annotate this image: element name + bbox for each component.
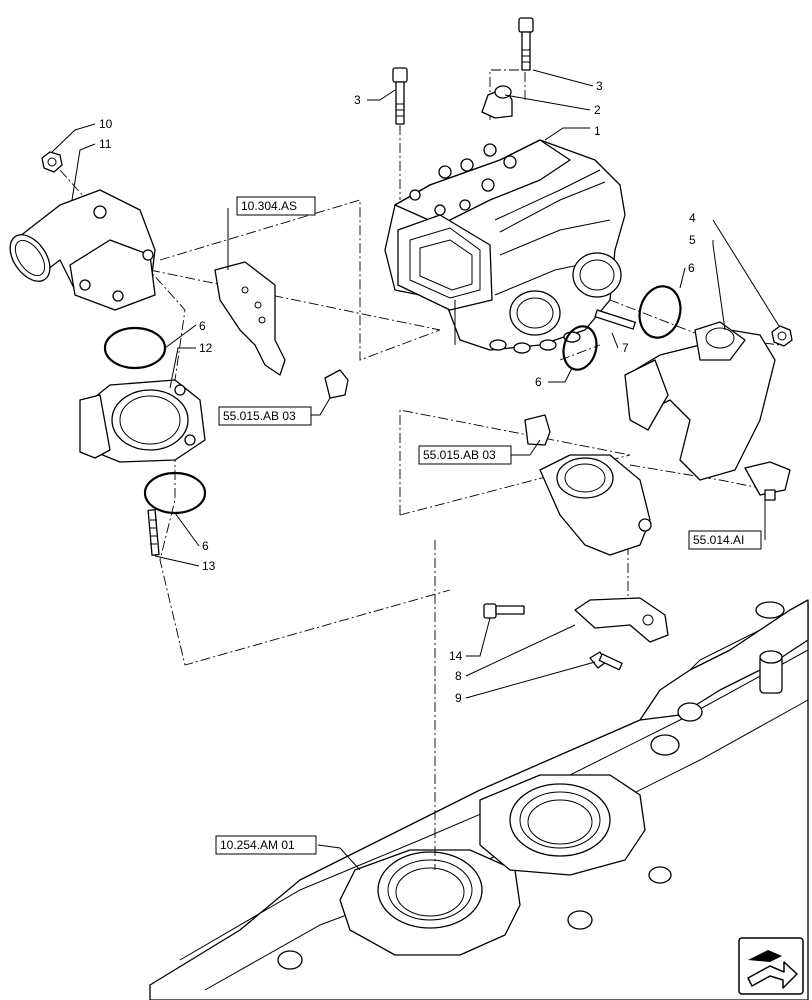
reference-55015-right-text: 55.015.AB 03 bbox=[423, 448, 496, 462]
reference-box-55014[interactable]: 55.014.AI bbox=[688, 530, 762, 550]
stud-part-7 bbox=[594, 309, 636, 330]
callout-4: 4 bbox=[689, 211, 696, 225]
egr-cooler-housing bbox=[384, 139, 626, 354]
sensor-55014 bbox=[744, 461, 791, 501]
egr-valve-flange bbox=[539, 454, 652, 556]
callout-5: 5 bbox=[689, 233, 696, 247]
clamp-55015-right bbox=[524, 414, 551, 446]
callout-13: 13 bbox=[202, 559, 216, 573]
retaining-clip bbox=[481, 85, 513, 119]
bolt-part-14 bbox=[483, 603, 525, 619]
callout-6-upper-left: 6 bbox=[199, 319, 206, 333]
callout-9: 9 bbox=[455, 691, 462, 705]
reference-box-55015-right[interactable]: 55.015.AB 03 bbox=[418, 445, 512, 465]
callout-11: 11 bbox=[99, 137, 112, 151]
leader-lines bbox=[51, 69, 780, 871]
outlet-pipe-part-5 bbox=[624, 321, 776, 481]
callout-7: 7 bbox=[622, 341, 629, 355]
reference-55014-text: 55.014.AI bbox=[693, 533, 744, 547]
intake-manifold bbox=[149, 599, 809, 1000]
clamp-55015-left bbox=[324, 369, 349, 399]
reference-10254-text: 10.254.AM 01 bbox=[220, 838, 295, 852]
callout-2: 2 bbox=[594, 103, 601, 117]
bolt-part-9 bbox=[589, 651, 623, 671]
o-ring-6d bbox=[562, 325, 598, 371]
callout-6-lower-left: 6 bbox=[202, 539, 209, 553]
reference-box-10304[interactable]: 10.304.AS bbox=[236, 196, 316, 216]
cap-screw-left bbox=[392, 67, 408, 125]
reference-55015-left-text: 55.015.AB 03 bbox=[223, 409, 296, 423]
callout-1: 1 bbox=[594, 124, 601, 138]
callout-12: 12 bbox=[199, 341, 213, 355]
throttle-body bbox=[79, 379, 206, 463]
callout-14: 14 bbox=[449, 649, 463, 663]
callout-3-left: 3 bbox=[354, 93, 361, 107]
callout-8: 8 bbox=[455, 669, 462, 683]
nut-part-4 bbox=[771, 325, 793, 347]
o-ring-6a bbox=[103, 326, 167, 370]
callout-labels: 1 2 3 3 4 5 6 6 6 6 7 8 9 10 11 12 13 14 bbox=[99, 79, 696, 705]
stud-part-13 bbox=[147, 509, 160, 556]
nut-part-10 bbox=[41, 151, 63, 173]
reference-10304-text: 10.304.AS bbox=[241, 199, 297, 213]
bracket-part-8 bbox=[574, 597, 669, 643]
callout-6-center: 6 bbox=[535, 375, 542, 389]
callout-6-right: 6 bbox=[688, 261, 695, 275]
callout-10: 10 bbox=[99, 117, 113, 131]
next-page-arrow-icon[interactable] bbox=[738, 937, 804, 995]
callout-3-upper: 3 bbox=[596, 79, 603, 93]
bracket-10304 bbox=[214, 261, 286, 376]
cap-screw-upper bbox=[518, 17, 534, 71]
reference-box-10254[interactable]: 10.254.AM 01 bbox=[215, 835, 317, 855]
elbow-part-11 bbox=[9, 189, 156, 311]
o-ring-6c bbox=[638, 285, 682, 339]
reference-box-55015-left[interactable]: 55.015.AB 03 bbox=[218, 406, 312, 426]
